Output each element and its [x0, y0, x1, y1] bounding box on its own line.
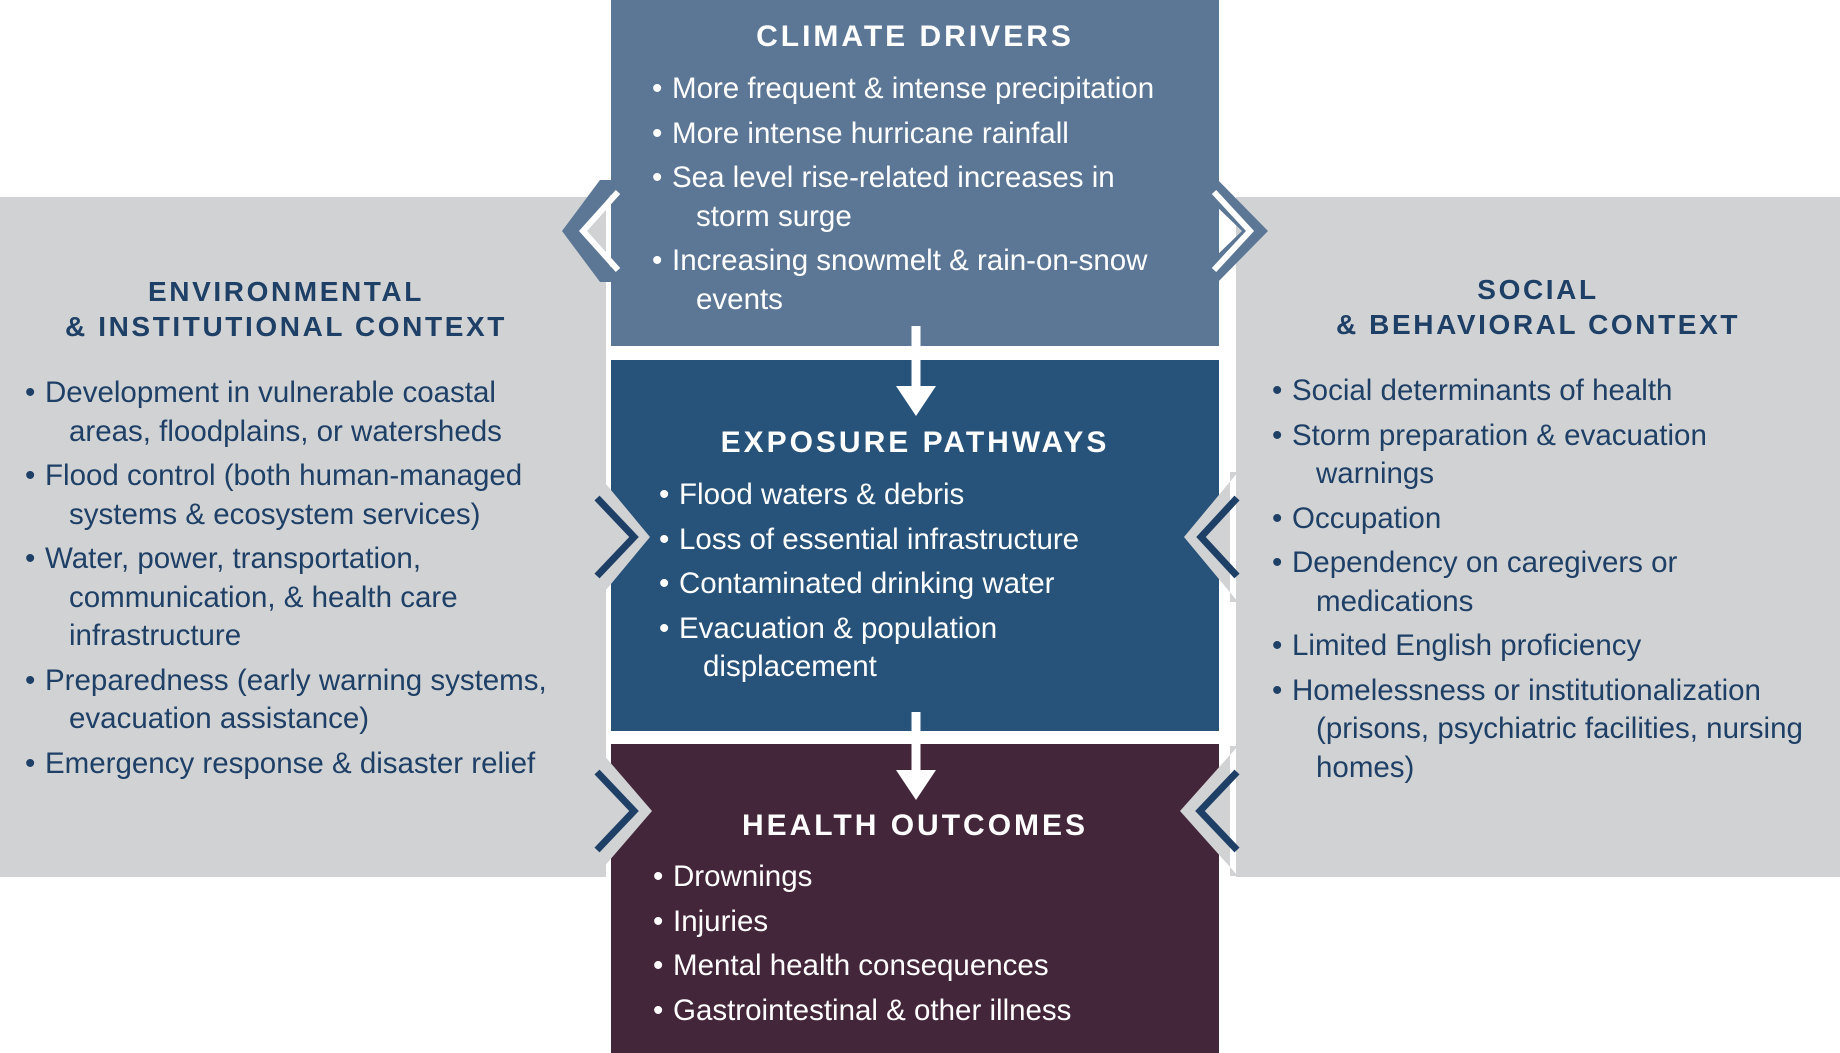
bullet: •	[25, 459, 36, 492]
social-behavioral-context-panel: SOCIAL & BEHAVIORAL CONTEXT • Social dete…	[1236, 197, 1840, 877]
list-item-text: Development in vulnerable coastal areas,…	[45, 376, 502, 448]
list-item: • More frequent & intense precipitation	[652, 70, 1197, 109]
list-item: • Drownings	[653, 858, 1173, 897]
bullet: •	[25, 542, 36, 575]
social-title-line1: SOCIAL	[1477, 274, 1599, 305]
climate-drivers-box: CLIMATE DRIVERS • More frequent & intense…	[611, 0, 1219, 346]
list-item: • Development in vulnerable coastal areas…	[25, 374, 565, 451]
list-item: • Contaminated drinking water	[659, 565, 1159, 604]
environmental-institutional-context-panel: ENVIRONMENTAL & INSTITUTIONAL CONTEXT • D…	[0, 197, 606, 877]
list-item-text: Injuries	[673, 904, 769, 938]
list-item: • Dependency on caregivers or medications	[1272, 544, 1766, 621]
list-item-text: Storm preparation & evacuation warnings	[1292, 418, 1707, 491]
environmental-title-line2: & INSTITUTIONAL CONTEXT	[65, 311, 507, 342]
list-item-text: Homelessness or institutionalization (pr…	[1292, 673, 1803, 784]
list-item: • Gastrointestinal & other illness	[653, 992, 1173, 1031]
bullet: •	[1272, 418, 1283, 452]
list-item: • Occupation	[1272, 500, 1802, 539]
list-item: • Storm preparation & evacuation warnings	[1272, 417, 1816, 494]
list-item-text: Flood control (both human-managed system…	[45, 459, 523, 531]
bullet: •	[659, 478, 670, 511]
list-item: • Water, power, transportation, communica…	[25, 540, 529, 656]
list-item: • Homelessness or institutionalization (p…	[1272, 672, 1840, 788]
list-item-text: Water, power, transportation, communicat…	[45, 542, 458, 652]
list-item: • Flood control (both human-managed syste…	[25, 457, 565, 534]
bullet: •	[659, 611, 670, 645]
list-item-text: Social determinants of health	[1292, 374, 1673, 407]
bullet: •	[659, 522, 670, 556]
list-item-text: Gastrointestinal & other illness	[673, 993, 1072, 1027]
list-item: • Sea level rise-related increases in sto…	[652, 159, 1176, 236]
list-item-text: Flood waters & debris	[679, 478, 965, 511]
list-item-text: More frequent & intense precipitation	[672, 72, 1155, 105]
exposure-pathways-title: EXPOSURE PATHWAYS	[720, 426, 1110, 459]
exposure-pathways-list: • Flood waters & debris • Loss of essentia…	[611, 476, 1159, 687]
list-item-text: Contaminated drinking water	[679, 567, 1055, 600]
list-item-text: Mental health consequences	[673, 949, 1049, 982]
bullet: •	[653, 993, 664, 1027]
list-item-text: Sea level rise-related increases in stor…	[672, 161, 1115, 233]
social-title-line2: & BEHAVIORAL CONTEXT	[1335, 309, 1741, 340]
list-item-text: Increasing snowmelt & rain-on-snow event…	[672, 244, 1148, 316]
bullet: •	[1272, 673, 1283, 707]
environmental-institutional-context-title: ENVIRONMENTAL & INSTITUTIONAL CONTEXT	[0, 197, 606, 344]
social-context-list: • Social determinants of health • Storm pr…	[1236, 372, 1803, 787]
social-behavioral-context-title: SOCIAL & BEHAVIORAL CONTEXT	[1236, 197, 1840, 342]
list-item-text: Occupation	[1292, 501, 1442, 535]
list-item: • Evacuation & population displacement	[659, 610, 1103, 687]
bullet: •	[652, 161, 663, 194]
list-item-text: Drownings	[673, 860, 813, 893]
bullet: •	[652, 116, 663, 150]
list-item: • Flood waters & debris	[659, 476, 1159, 515]
environmental-context-list: • Development in vulnerable coastal areas…	[0, 374, 565, 783]
exposure-pathways-box: EXPOSURE PATHWAYS • Flood waters & debris…	[611, 360, 1219, 731]
bullet: •	[652, 72, 663, 105]
list-item: • Injuries	[653, 903, 1173, 942]
list-item: • Social determinants of health	[1272, 372, 1802, 411]
list-item-text: Loss of essential infrastructure	[679, 522, 1080, 556]
health-outcomes-list: • Drownings • Injuries • Mental health cons…	[611, 858, 1173, 1030]
bullet: •	[653, 904, 664, 938]
bullet: •	[1272, 374, 1283, 407]
health-outcomes-box: HEALTH OUTCOMES • Drownings • Injuries • Me…	[611, 744, 1219, 1053]
list-item: • Preparedness (early warning systems, ev…	[25, 662, 589, 739]
list-item-text: Preparedness (early warning systems, eva…	[45, 663, 547, 736]
list-item-text: More intense hurricane rainfall	[672, 116, 1069, 150]
climate-drivers-list: • More frequent & intense precipitation •…	[611, 70, 1197, 319]
list-item: • Emergency response & disaster relief	[25, 745, 549, 784]
bullet: •	[1272, 546, 1283, 579]
bullet: •	[25, 376, 36, 409]
health-outcomes-title: HEALTH OUTCOMES	[741, 809, 1089, 842]
bullet: •	[1272, 629, 1283, 662]
list-item: • More intense hurricane rainfall	[652, 115, 1197, 154]
list-item: • Loss of essential infrastructure	[659, 521, 1159, 560]
list-item-text: Limited English proficiency	[1292, 629, 1642, 662]
bullet: •	[652, 244, 663, 277]
list-item-text: Dependency on caregivers or medications	[1292, 546, 1678, 618]
list-item-text: Evacuation & population displacement	[679, 611, 998, 684]
bullet: •	[25, 663, 36, 697]
environmental-title-line1: ENVIRONMENTAL	[148, 276, 424, 307]
bullet: •	[653, 860, 664, 893]
list-item-text: Emergency response & disaster relief	[45, 746, 536, 780]
bullet: •	[659, 567, 670, 600]
bullet: •	[653, 949, 664, 982]
list-item: • Increasing snowmelt & rain-on-snow even…	[652, 242, 1241, 319]
bullet: •	[25, 746, 36, 780]
climate-drivers-title: CLIMATE DRIVERS	[756, 20, 1074, 53]
bullet: •	[1272, 501, 1283, 535]
list-item: • Limited English proficiency	[1272, 627, 1802, 666]
list-item: • Mental health consequences	[653, 947, 1173, 986]
